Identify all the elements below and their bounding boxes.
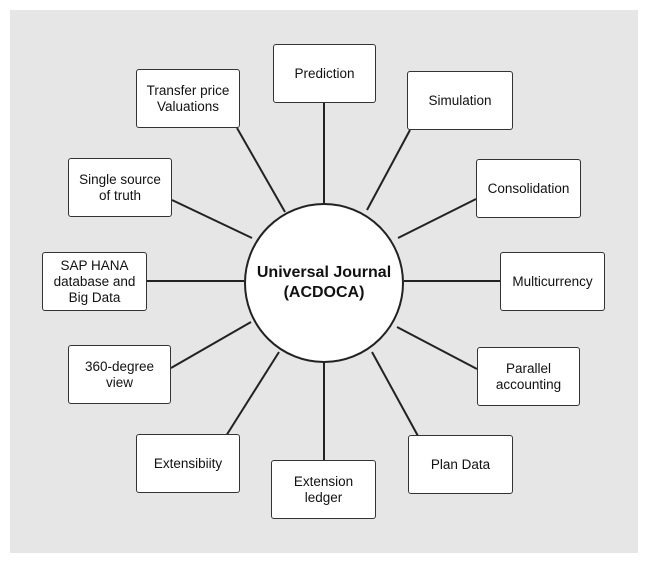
- node-extensibility: Extensibiity: [136, 434, 240, 493]
- connector-extensibility: [225, 351, 280, 437]
- node-360-degree-view: 360-degree view: [68, 345, 171, 404]
- connector-simulation: [366, 129, 411, 211]
- node-multicurrency: Multicurrency: [500, 252, 605, 311]
- node-plan-data: Plan Data: [408, 435, 513, 494]
- connector-parallel-accounting: [396, 326, 478, 370]
- node-simulation: Simulation: [407, 71, 513, 130]
- connector-single-source-of-truth: [171, 199, 253, 239]
- node-parallel-accounting: Parallel accounting: [477, 347, 580, 406]
- connector-360-degree-view: [170, 321, 252, 369]
- node-extension-ledger: Extension ledger: [271, 460, 376, 519]
- node-consolidation: Consolidation: [476, 159, 581, 218]
- node-prediction: Prediction: [273, 44, 376, 103]
- connector-consolidation: [397, 198, 477, 239]
- node-sap-hana-big-data: SAP HANA database and Big Data: [42, 252, 147, 311]
- node-transfer-price-valuations: Transfer price Valuations: [136, 69, 240, 128]
- node-single-source-of-truth: Single source of truth: [68, 158, 172, 217]
- connector-transfer-price-valuations: [236, 127, 286, 213]
- connector-plan-data: [371, 351, 419, 437]
- universal-journal-hub: Universal Journal (ACDOCA): [244, 203, 404, 363]
